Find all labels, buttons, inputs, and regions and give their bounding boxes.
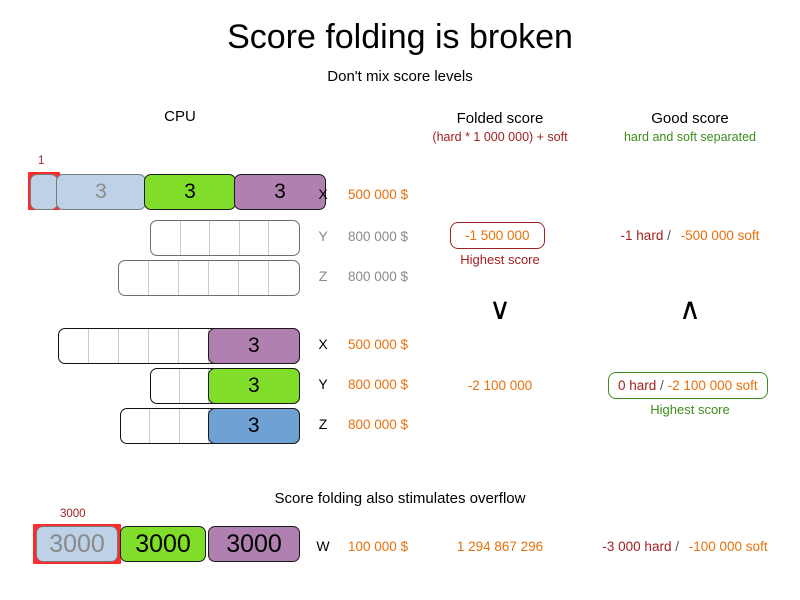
row-cost-group2-z: 800 000 $ bbox=[348, 417, 409, 432]
grid-cell bbox=[210, 221, 240, 255]
comparison-symbol-good: ∧ bbox=[679, 293, 701, 326]
grid-cell bbox=[151, 369, 180, 403]
row-cost-group1-x: 500 000 $ bbox=[348, 187, 409, 202]
good-soft-group2: -2 100 000 soft bbox=[667, 378, 758, 393]
folded-score-group1: -1 500 000 bbox=[450, 222, 545, 249]
row-letter-group2-y: Y bbox=[318, 376, 328, 392]
bar-segment-green: 3 bbox=[207, 367, 300, 404]
row-cost-group1-z: 800 000 $ bbox=[348, 269, 409, 284]
row-letter-group3-w: W bbox=[316, 538, 330, 554]
row-cost-group1-y: 800 000 $ bbox=[348, 229, 409, 244]
bar-group2-z: 3 bbox=[120, 407, 300, 444]
good-score-group2: 0 hard / -2 100 000 soft bbox=[608, 372, 768, 399]
grid-cell bbox=[59, 329, 89, 363]
bar-group2-y: 3 bbox=[150, 367, 300, 404]
folded-score-group2: -2 100 000 bbox=[467, 378, 533, 393]
red-badge-group3: 3000 bbox=[60, 508, 86, 520]
grid-cell bbox=[121, 409, 151, 443]
grid-cell bbox=[269, 261, 299, 295]
grid-cell bbox=[209, 261, 239, 295]
folded-caption-group1: Highest score bbox=[460, 252, 540, 267]
good-separator-group2: / bbox=[660, 378, 664, 393]
page-title: Score folding is broken bbox=[227, 18, 573, 56]
bar-segment-purple: 3000 bbox=[208, 526, 300, 562]
bar-segment-green: 3 bbox=[144, 174, 236, 210]
grid-cell bbox=[150, 409, 180, 443]
good-separator-group1: / bbox=[667, 228, 671, 243]
row-cost-group2-x: 500 000 $ bbox=[348, 337, 409, 352]
folded-score-group3: 1 294 867 296 bbox=[456, 539, 544, 554]
bar-group1-z bbox=[118, 260, 300, 296]
row-letter-group1-y: Y bbox=[318, 228, 328, 244]
good-score-group3: -3 000 hard / -100 000 soft bbox=[575, 539, 795, 554]
red-badge-group1: 1 bbox=[38, 155, 45, 167]
bar-group1-x: 3 3 3 bbox=[30, 174, 326, 210]
overflow-subtitle: Score folding also stimulates overflow bbox=[274, 490, 526, 507]
row-letter-group2-z: Z bbox=[318, 416, 328, 432]
header-folded-score: Folded score bbox=[456, 110, 544, 127]
good-caption-group2: Highest score bbox=[650, 402, 730, 417]
good-hard-group2: 0 hard bbox=[618, 378, 657, 393]
grid-cell bbox=[180, 369, 209, 403]
header-good-score: Good score bbox=[651, 110, 729, 127]
bar-segment-green: 3000 bbox=[120, 526, 206, 562]
grid-cell bbox=[239, 261, 269, 295]
grid-cell bbox=[119, 329, 149, 363]
grid-cell bbox=[119, 261, 149, 295]
grid-cell bbox=[180, 409, 209, 443]
bar-group2-x: 3 bbox=[58, 327, 300, 364]
good-score-group1: -1 hard / -500 000 soft bbox=[580, 228, 800, 243]
good-separator-group3: / bbox=[675, 539, 679, 554]
row-cost-group3-w: 100 000 $ bbox=[348, 539, 409, 554]
good-soft-group1: -500 000 soft bbox=[680, 228, 760, 243]
bar-segment-lightblue: 3 bbox=[56, 174, 146, 210]
row-letter-group1-z: Z bbox=[318, 268, 328, 284]
bar-group3-w: 3000 3000 3000 bbox=[36, 526, 300, 562]
header-good-formula: hard and soft separated bbox=[623, 130, 757, 144]
bar-segment-lightblue-empty bbox=[30, 174, 58, 210]
row-letter-group1-x: X bbox=[318, 186, 328, 202]
grid-cell bbox=[149, 329, 179, 363]
bar-segment-blue: 3 bbox=[207, 407, 300, 444]
header-cpu: CPU bbox=[164, 108, 196, 125]
good-soft-group3: -100 000 soft bbox=[688, 539, 768, 554]
grid-cell bbox=[269, 221, 299, 255]
grid-cell bbox=[181, 221, 211, 255]
bar-segment-purple: 3 bbox=[234, 174, 326, 210]
bar-segment-lightblue: 3000 bbox=[36, 526, 118, 562]
header-folded-formula: (hard * 1 000 000) + soft bbox=[432, 130, 568, 144]
page-subtitle: Don't mix score levels bbox=[327, 68, 473, 85]
grid-cell bbox=[240, 221, 270, 255]
good-hard-group1: -1 hard bbox=[620, 228, 664, 243]
good-hard-group3: -3 000 hard bbox=[602, 539, 672, 554]
comparison-symbol-folded: ∨ bbox=[489, 293, 511, 326]
grid-cell bbox=[179, 261, 209, 295]
grid-cell bbox=[151, 221, 181, 255]
grid-cell bbox=[149, 261, 179, 295]
bar-segment-purple: 3 bbox=[207, 327, 300, 364]
grid-cell bbox=[89, 329, 119, 363]
row-letter-group2-x: X bbox=[318, 336, 328, 352]
bar-group1-y bbox=[150, 220, 300, 256]
row-cost-group2-y: 800 000 $ bbox=[348, 377, 409, 392]
grid-cell bbox=[179, 329, 209, 363]
